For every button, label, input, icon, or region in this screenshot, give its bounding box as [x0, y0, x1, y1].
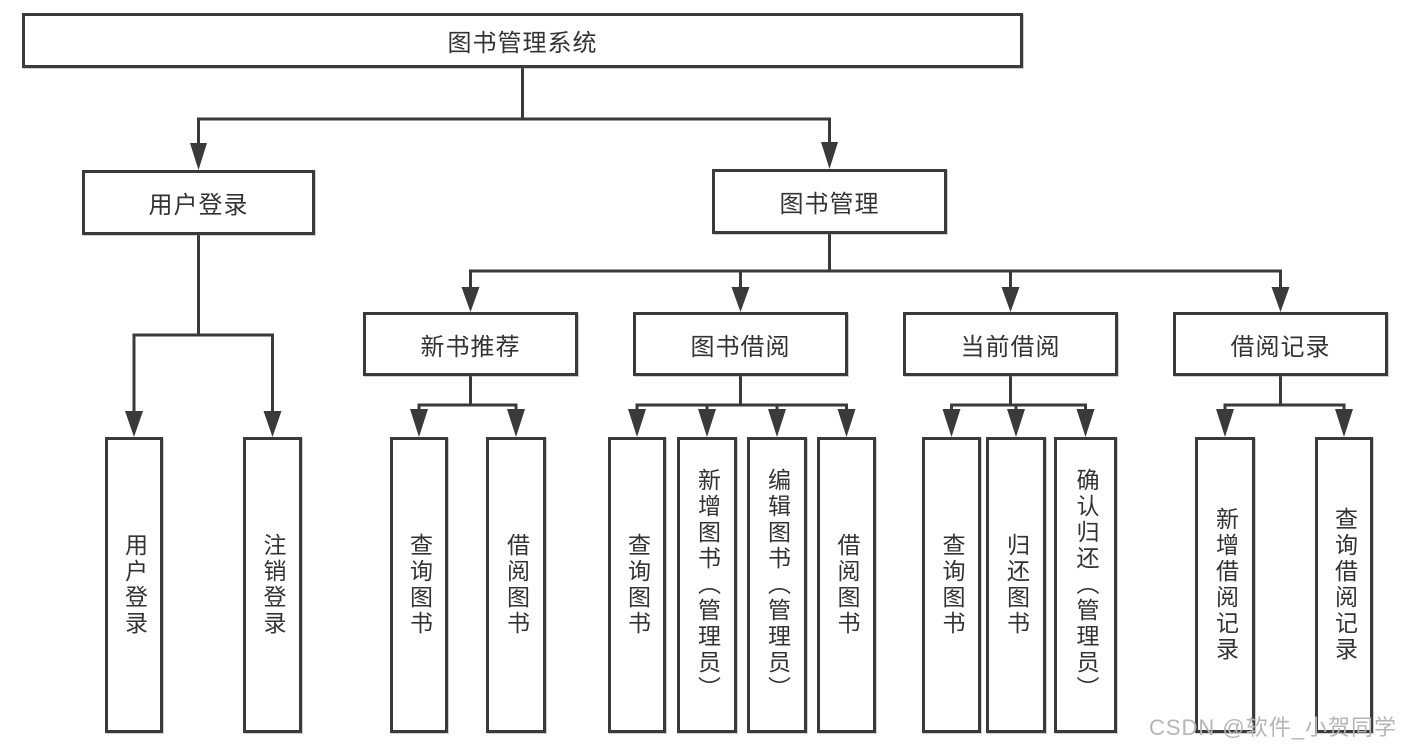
node-label: 新书推荐 — [420, 333, 521, 361]
leaf-borrow-books-borrowing: 借阅图书 — [817, 437, 876, 733]
leaf-borrow-books-recommend: 借阅图书 — [486, 437, 546, 733]
leaf-add-book-admin: 新增图书（管理员） — [677, 437, 737, 733]
node-label: 图书管理 — [779, 191, 880, 218]
leaf-edit-book-admin: 编辑图书（管理员） — [747, 437, 807, 733]
node-label: 当前借阅 — [960, 333, 1061, 361]
leaf-label: 注销登录 — [260, 533, 286, 637]
node-label: 图书管理系统 — [447, 30, 598, 57]
leaf-label: 归还图书 — [1003, 533, 1030, 637]
node-borrowing-records: 借阅记录 — [1173, 312, 1388, 376]
node-label: 用户登录 — [148, 192, 249, 219]
node-label: 借阅记录 — [1230, 333, 1331, 361]
leaf-label: 查询图书 — [939, 533, 965, 637]
node-label: 图书借阅 — [690, 333, 791, 361]
leaf-label: 查询图书 — [406, 533, 433, 637]
node-library-management-system: 图书管理系统 — [22, 13, 1023, 68]
node-book-management: 图书管理 — [712, 169, 947, 234]
leaf-add-borrow-record: 新增借阅记录 — [1195, 437, 1255, 733]
leaf-logout: 注销登录 — [243, 437, 302, 733]
leaf-return-book: 归还图书 — [986, 437, 1046, 733]
leaf-query-books-current: 查询图书 — [922, 437, 981, 733]
leaf-label: 新增借阅记录 — [1212, 507, 1239, 663]
csdn-watermark: CSDN @软件_小贺同学 — [1148, 715, 1397, 740]
leaf-label: 确认归还（管理员） — [1073, 468, 1099, 702]
leaf-label: 借阅图书 — [503, 533, 530, 637]
leaf-label: 用户登录 — [121, 533, 148, 637]
leaf-confirm-return-admin: 确认归还（管理员） — [1054, 437, 1117, 733]
node-user-login: 用户登录 — [82, 170, 315, 235]
leaf-user-login: 用户登录 — [105, 437, 163, 733]
leaf-label: 查询借阅记录 — [1331, 507, 1358, 663]
node-current-borrowing: 当前借阅 — [903, 312, 1118, 376]
leaf-query-books-borrowing: 查询图书 — [608, 437, 666, 733]
leaf-query-borrow-record: 查询借阅记录 — [1315, 437, 1373, 733]
leaf-label: 查询图书 — [624, 533, 651, 637]
leaf-label: 借阅图书 — [834, 533, 860, 637]
leaf-label: 新增图书（管理员） — [694, 468, 721, 702]
node-book-borrowing: 图书借阅 — [633, 312, 848, 376]
arrowheads — [125, 142, 1353, 437]
node-new-book-recommend: 新书推荐 — [363, 312, 578, 376]
leaf-label: 编辑图书（管理员） — [764, 468, 791, 702]
leaf-query-books-recommend: 查询图书 — [390, 437, 448, 733]
